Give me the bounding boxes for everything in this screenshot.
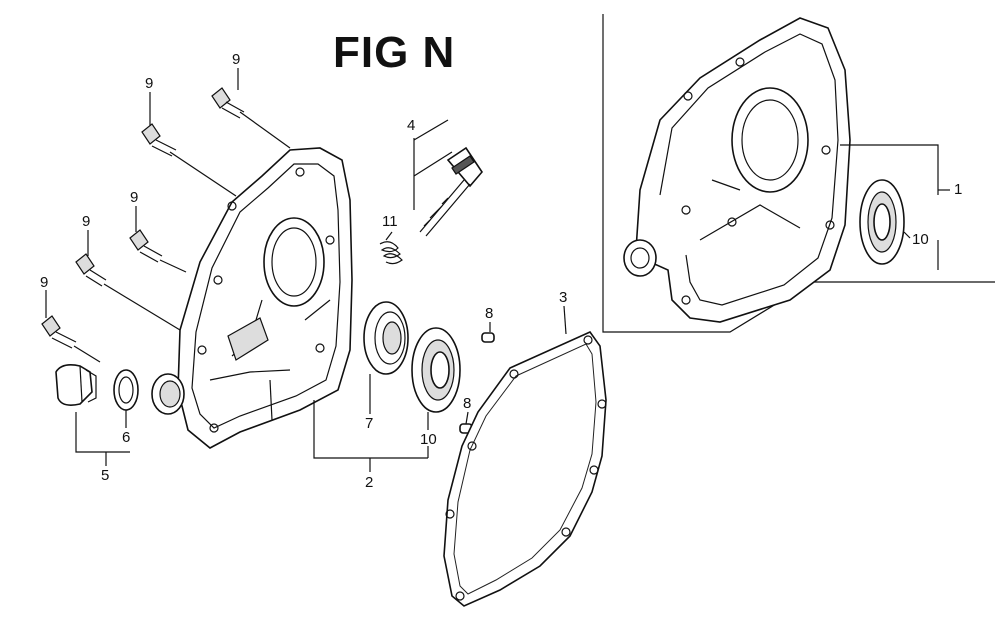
callout-3: 3 — [559, 289, 568, 306]
crankcase-cover — [177, 147, 353, 449]
gasket — [443, 331, 607, 607]
callout-10-inset: 10 — [912, 231, 929, 248]
callout-11: 11 — [382, 213, 398, 230]
oil-seal-small — [151, 373, 185, 415]
spring — [379, 241, 403, 265]
washer — [113, 369, 139, 411]
callout-5: 5 — [101, 467, 110, 484]
flange-bolt-5 — [41, 315, 77, 349]
flange-bolt-3 — [129, 229, 163, 263]
inset-crankcase-cover — [623, 17, 851, 323]
flange-bolt-2 — [141, 123, 177, 157]
dowel-pin-upper — [481, 332, 495, 343]
callout-1: 1 — [954, 181, 963, 198]
inset-bearing — [859, 179, 905, 265]
callout-8-lower: 8 — [463, 395, 472, 412]
callout-4: 4 — [407, 117, 416, 134]
callout-6: 6 — [122, 429, 131, 446]
figure-title: FIG N — [333, 28, 456, 77]
inset-assembly-frame — [602, 14, 995, 333]
flange-bolt-1 — [211, 87, 245, 119]
oil-seal — [363, 301, 409, 375]
flange-bolt-4 — [75, 253, 107, 287]
leader-lines — [45, 68, 567, 472]
inset-leader-lines — [840, 144, 950, 270]
callout-9-middle: 9 — [130, 189, 139, 206]
oil-gauge — [419, 146, 484, 237]
callout-2: 2 — [365, 474, 374, 491]
callout-9-bottom: 9 — [40, 274, 49, 291]
callout-9-upper-left: 9 — [145, 75, 154, 92]
oil-filler-cap — [55, 364, 97, 406]
callout-9-left: 9 — [82, 213, 91, 230]
callout-9-top: 9 — [232, 51, 241, 68]
ball-bearing — [411, 327, 461, 413]
callout-10-main: 10 — [420, 431, 437, 448]
callout-8-upper: 8 — [485, 305, 494, 322]
callout-7: 7 — [365, 415, 374, 432]
